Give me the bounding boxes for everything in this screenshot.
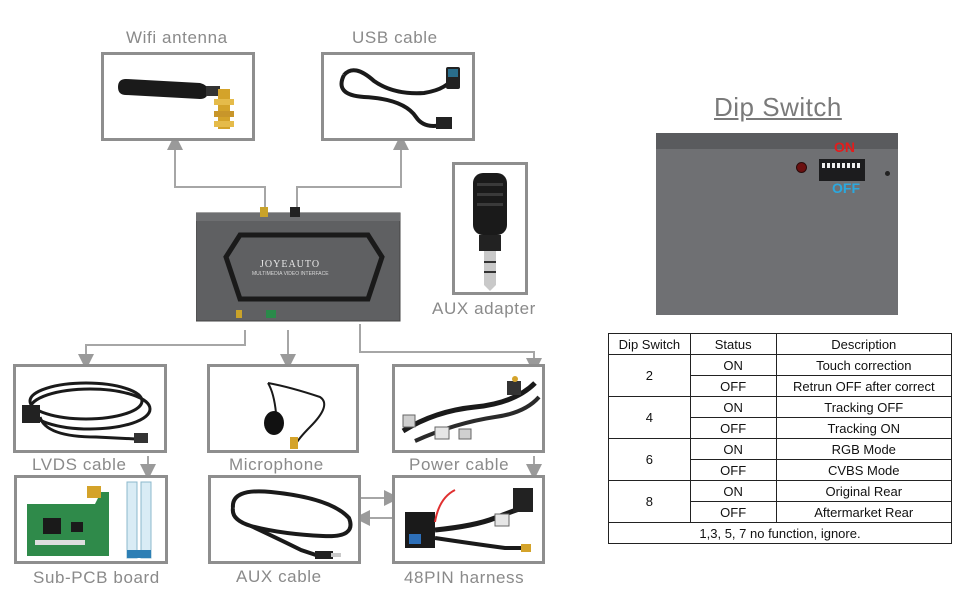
screw-hole-icon	[885, 171, 890, 176]
description-cell: Touch correction	[775, 354, 953, 376]
main-interface-box: JOYEAUTO MULTIMEDIA VIDEO INTERFACE	[195, 207, 403, 327]
switch-number: 2	[608, 354, 691, 397]
usb-cable-label: USB cable	[352, 28, 438, 47]
table-row: 2 ON Touch correction	[608, 354, 953, 397]
table-row: OFF Retrun OFF after correct	[609, 375, 953, 397]
aux-cable-image	[208, 475, 361, 564]
table-footer-row: 1,3, 5, 7 no function, ignore.	[608, 522, 952, 544]
header-dip-switch: Dip Switch	[608, 333, 691, 355]
lvds-cable-label: LVDS cable	[32, 455, 127, 474]
dip-off-label: OFF	[832, 180, 860, 196]
dip-switch-photo	[656, 133, 898, 315]
main-unit-subtitle: MULTIMEDIA VIDEO INTERFACE	[252, 271, 329, 277]
power-cable-label: Power cable	[409, 455, 510, 474]
table-row: 4 ON Tracking OFF	[608, 396, 953, 439]
status-cell: OFF	[689, 417, 777, 439]
dip-switch-block	[819, 159, 865, 181]
status-cell: ON	[689, 438, 777, 460]
microphone-image	[207, 364, 359, 453]
48pin-harness-label: 48PIN harness	[404, 568, 525, 587]
description-cell: Aftermarket Rear	[775, 501, 953, 523]
aux-adapter-label: AUX adapter	[432, 299, 536, 318]
table-row: OFF CVBS Mode	[609, 459, 953, 481]
switch-number: 4	[608, 396, 691, 439]
48pin-harness-image	[392, 475, 545, 564]
description-cell: CVBS Mode	[775, 459, 953, 481]
wifi-antenna-label: Wifi antenna	[126, 28, 228, 47]
description-cell: Tracking ON	[775, 417, 953, 439]
photo-top-shade	[656, 133, 898, 149]
microphone-label: Microphone	[229, 455, 324, 474]
status-cell: ON	[689, 396, 777, 418]
wifi-antenna-image	[101, 52, 255, 141]
description-cell: RGB Mode	[775, 438, 953, 460]
dip-switch-table: Dip Switch Status Description 2 ON Touch…	[608, 333, 953, 544]
status-cell: ON	[689, 354, 777, 376]
switch-number: 8	[608, 480, 691, 523]
aux-adapter-image	[452, 162, 528, 295]
usb-cable-image	[321, 52, 475, 141]
table-header-row: Dip Switch Status Description	[608, 333, 953, 355]
header-description: Description	[775, 333, 953, 355]
power-cable-image	[392, 364, 545, 453]
table-row: 6 ON RGB Mode	[608, 438, 953, 481]
description-cell: Retrun OFF after correct	[775, 375, 953, 397]
dip-switch-title: Dip Switch	[714, 92, 842, 122]
aux-cable-label: AUX cable	[236, 567, 322, 586]
lvds-cable-image	[13, 364, 167, 453]
table-row: 8 ON Original Rear	[608, 480, 953, 523]
table-footer-note: 1,3, 5, 7 no function, ignore.	[608, 522, 952, 544]
status-cell: OFF	[689, 459, 777, 481]
status-led-icon	[796, 162, 807, 173]
status-cell: OFF	[689, 501, 777, 523]
header-status: Status	[689, 333, 777, 355]
table-row: OFF Aftermarket Rear	[609, 501, 953, 523]
sub-pcb-board-image	[14, 475, 168, 564]
status-cell: ON	[689, 480, 777, 502]
sub-pcb-board-label: Sub-PCB board	[33, 568, 160, 587]
description-cell: Tracking OFF	[775, 396, 953, 418]
description-cell: Original Rear	[775, 480, 953, 502]
brand-logo: JOYEAUTO	[260, 259, 321, 270]
status-cell: OFF	[689, 375, 777, 397]
switch-number: 6	[608, 438, 691, 481]
dip-on-label: ON	[834, 139, 855, 155]
